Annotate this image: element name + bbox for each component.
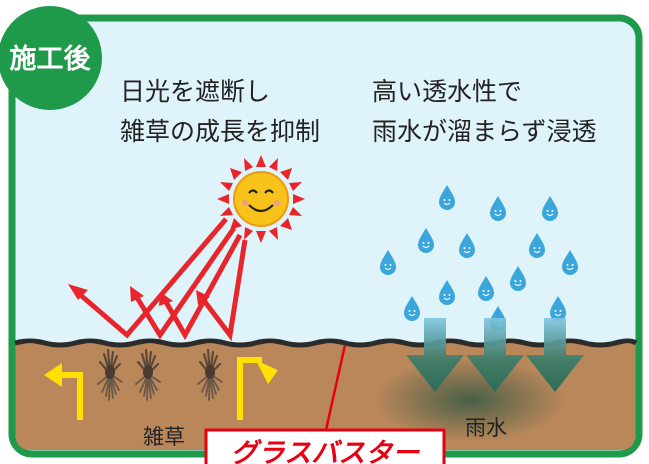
product-callout-pointer [324,344,347,431]
product-label [204,428,446,464]
left-caption-line1: 日光を遮断し [120,77,270,106]
rainwater-label: 雨水 [465,416,507,440]
weeds-label: 雑草 [143,425,185,449]
green-down-arrow-icon [406,318,584,392]
right-caption-line2: 雨水が溜まらず浸透 [372,117,597,146]
wet-soil-area [375,358,565,442]
sheet-line [14,338,638,348]
yellow-bent-arrow-icon [44,357,278,420]
right-caption-line1: 高い透水性で [372,77,522,106]
rain-streaks [386,140,572,295]
product-label-text: グラスバスター [231,438,420,464]
left-caption-line2: 雑草の成長を抑制 [120,117,320,146]
badge-label: 施工後 [10,44,92,75]
after-construction-badge [0,6,102,110]
smiling-sun-icon [217,155,305,243]
red-reflection-arrow-icon [75,217,248,342]
